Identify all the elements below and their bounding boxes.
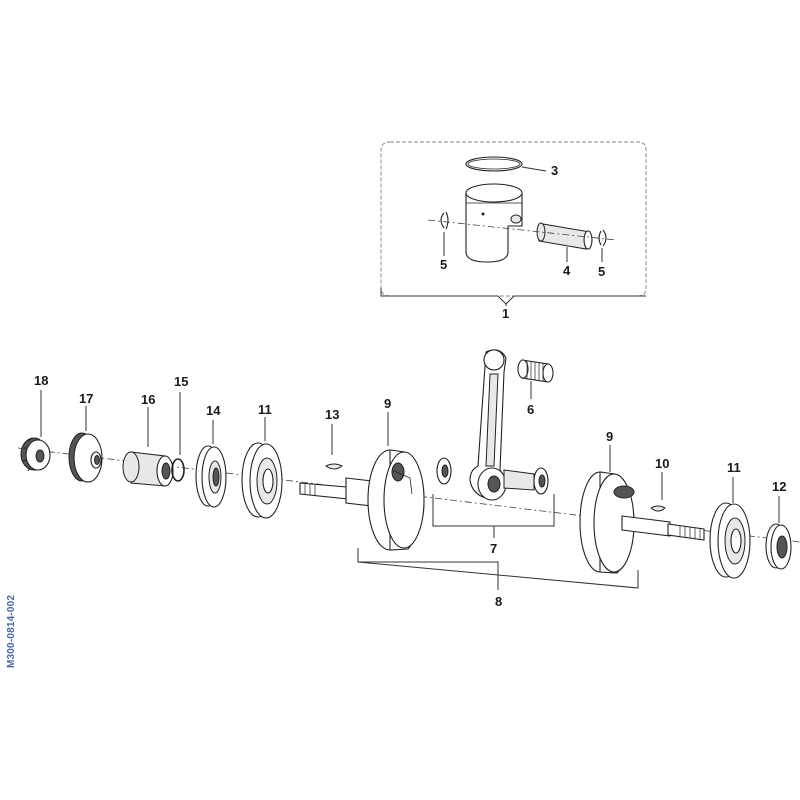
bearing-left <box>241 442 283 519</box>
oil-seal <box>195 445 227 508</box>
callout-9-left: 9 <box>384 396 391 411</box>
callout-1: 1 <box>502 306 509 321</box>
callout-11-right: 11 <box>727 460 741 475</box>
callout-4: 4 <box>563 263 571 278</box>
needle-bearing <box>517 359 554 383</box>
woodruff-key-left <box>325 463 343 470</box>
flywheel-left <box>299 449 425 551</box>
oil-seal-right <box>765 523 792 570</box>
piston-ring <box>465 156 523 172</box>
document-code-text: M300-0814-002 <box>6 594 17 668</box>
flywheel-right <box>579 471 705 574</box>
callout-6: 6 <box>527 402 534 417</box>
callout-13: 13 <box>325 407 339 422</box>
callout-16: 16 <box>141 392 155 407</box>
callout-9-right: 9 <box>606 429 613 444</box>
sleeve <box>122 451 174 487</box>
callout-18: 18 <box>34 373 48 388</box>
callout-5-left: 5 <box>440 257 447 272</box>
callout-12: 12 <box>772 479 786 494</box>
callout-11-left: 11 <box>258 402 272 417</box>
circlip-right <box>598 229 607 247</box>
callout-7: 7 <box>490 541 497 556</box>
callout-14: 14 <box>206 403 221 418</box>
callout-5-right: 5 <box>598 264 605 279</box>
callout-3: 3 <box>551 163 558 178</box>
callout-10: 10 <box>655 456 669 471</box>
woodruff-key-right <box>650 505 666 512</box>
gear-small <box>20 437 51 472</box>
callout-15: 15 <box>174 374 188 389</box>
document-code: M300-0814-002 <box>0 590 20 670</box>
piston-assembly-group <box>380 141 647 306</box>
connecting-rod <box>436 349 549 501</box>
callout-17: 17 <box>79 391 93 406</box>
bearing-right <box>709 502 751 579</box>
gear-large <box>68 432 103 483</box>
callout-8: 8 <box>495 594 502 609</box>
circlip <box>171 458 185 482</box>
piston <box>465 183 523 263</box>
circlip-left <box>440 211 449 230</box>
piston-pin <box>536 222 593 250</box>
